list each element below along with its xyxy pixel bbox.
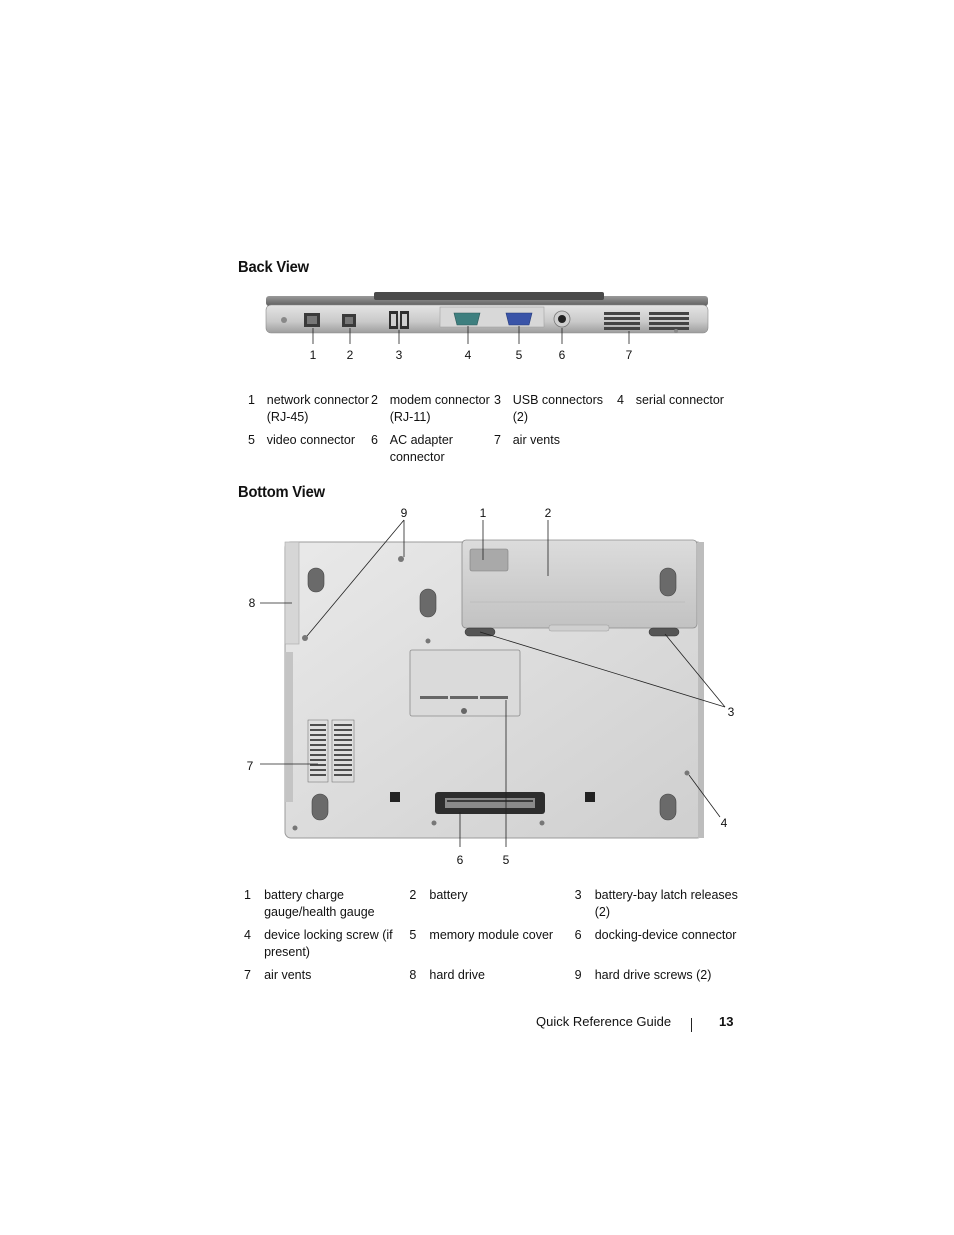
page-number: 13 (719, 1014, 734, 1029)
hard-drive-cover (284, 541, 300, 645)
legend-row: 4 device locking screw (if present) 5 me… (244, 927, 740, 967)
legend-row: 1 battery charge gauge/health gauge 2 ba… (244, 887, 740, 927)
back-callout-5: 5 (516, 348, 523, 362)
laptop-back-body (265, 292, 709, 334)
battery-icon (461, 539, 698, 632)
bottom-callout-9: 9 (401, 506, 408, 520)
footer-guide-title: Quick Reference Guide (536, 1014, 672, 1029)
serial-connector-icon (453, 312, 481, 326)
bottom-view-illustration: 1 2 3 4 5 6 7 8 9 (247, 506, 735, 867)
legend-text: serial connector (635, 393, 724, 407)
bottom-callout-lines (260, 519, 726, 847)
legend-row: 5 video connector 6 AC adapter connector… (248, 432, 740, 472)
air-vents-icon (307, 719, 355, 783)
air-vents-icon (604, 312, 689, 330)
memory-module-cover-icon (409, 649, 521, 717)
legend-number: 4 (616, 393, 624, 407)
bottom-callout-7: 7 (247, 759, 254, 773)
video-connector-icon (505, 312, 533, 326)
usb-connectors-icon (389, 311, 409, 329)
legend-row: 1 network connector (RJ-45) 2 modem conn… (248, 392, 740, 432)
back-callout-2: 2 (347, 348, 354, 362)
bottom-callout-6: 6 (457, 853, 464, 867)
legend-number: 2 (370, 393, 378, 407)
ac-adapter-connector-icon (553, 310, 571, 328)
legend-number: 2 (409, 888, 417, 902)
back-callout-4: 4 (465, 348, 472, 362)
legend-number: 8 (409, 968, 417, 982)
legend-text: docking-device connector (594, 928, 737, 942)
network-connector-icon (304, 313, 320, 327)
bottom-callout-8: 8 (249, 596, 256, 610)
legend-number: 7 (244, 968, 251, 982)
back-callout-6: 6 (559, 348, 566, 362)
back-view-heading: Back View (238, 259, 309, 276)
legend-number: 4 (244, 928, 251, 942)
bottom-view-legend: 1 battery charge gauge/health gauge 2 ba… (244, 887, 740, 990)
bottom-callout-2: 2 (545, 506, 552, 520)
legend-text: memory module cover (429, 928, 554, 942)
legend-number: 5 (248, 433, 255, 447)
legend-row: 7 air vents 8 hard drive 9 hard drive sc… (244, 967, 740, 990)
hinge-bar (374, 292, 604, 300)
bottom-callout-3: 3 (728, 705, 735, 719)
legend-text: battery (429, 888, 468, 902)
legend-text: network connector (RJ-45) (266, 393, 369, 424)
rubber-foot-icon (307, 567, 677, 821)
legend-number: 7 (493, 433, 501, 447)
modem-connector-icon (342, 314, 356, 327)
legend-text: hard drive (429, 968, 485, 982)
battery-gauge-icon (469, 548, 509, 572)
legend-text: device locking screw (if present) (264, 928, 393, 959)
legend-number: 6 (574, 928, 582, 942)
legend-number: 9 (574, 968, 582, 982)
bottom-callout-5: 5 (503, 853, 510, 867)
back-callout-lines (312, 326, 630, 344)
legend-number: 1 (248, 393, 255, 407)
docking-device-connector-icon (435, 792, 545, 814)
bottom-view-heading: Bottom View (238, 484, 325, 501)
bottom-callout-1: 1 (480, 506, 487, 520)
back-view-illustration: 1 2 3 4 5 6 7 (265, 292, 709, 362)
legend-number: 6 (370, 433, 378, 447)
bottom-callout-4: 4 (721, 816, 728, 830)
legend-text: air vents (264, 968, 312, 982)
screw-icon (292, 556, 690, 831)
legend-text: AC adapter connector (389, 433, 453, 464)
legend-number: 3 (493, 393, 501, 407)
legend-number: 3 (574, 888, 582, 902)
back-callout-7: 7 (626, 348, 633, 362)
back-view-legend: 1 network connector (RJ-45) 2 modem conn… (248, 392, 740, 472)
legend-text: video connector (266, 433, 356, 447)
legend-number: 5 (409, 928, 417, 942)
back-callout-3: 3 (396, 348, 403, 362)
legend-number: 1 (244, 888, 251, 902)
legend-text: battery-bay latch releases (2) (594, 888, 738, 919)
footer-divider (691, 1018, 692, 1032)
legend-text: USB connectors (2) (512, 393, 604, 424)
legend-text: battery charge gauge/health gauge (264, 888, 375, 919)
legend-text: hard drive screws (2) (594, 968, 712, 982)
screw-icon (281, 317, 678, 333)
legend-text: modem connector (RJ-11) (389, 393, 490, 424)
legend-text: air vents (512, 433, 560, 447)
back-callout-1: 1 (310, 348, 317, 362)
